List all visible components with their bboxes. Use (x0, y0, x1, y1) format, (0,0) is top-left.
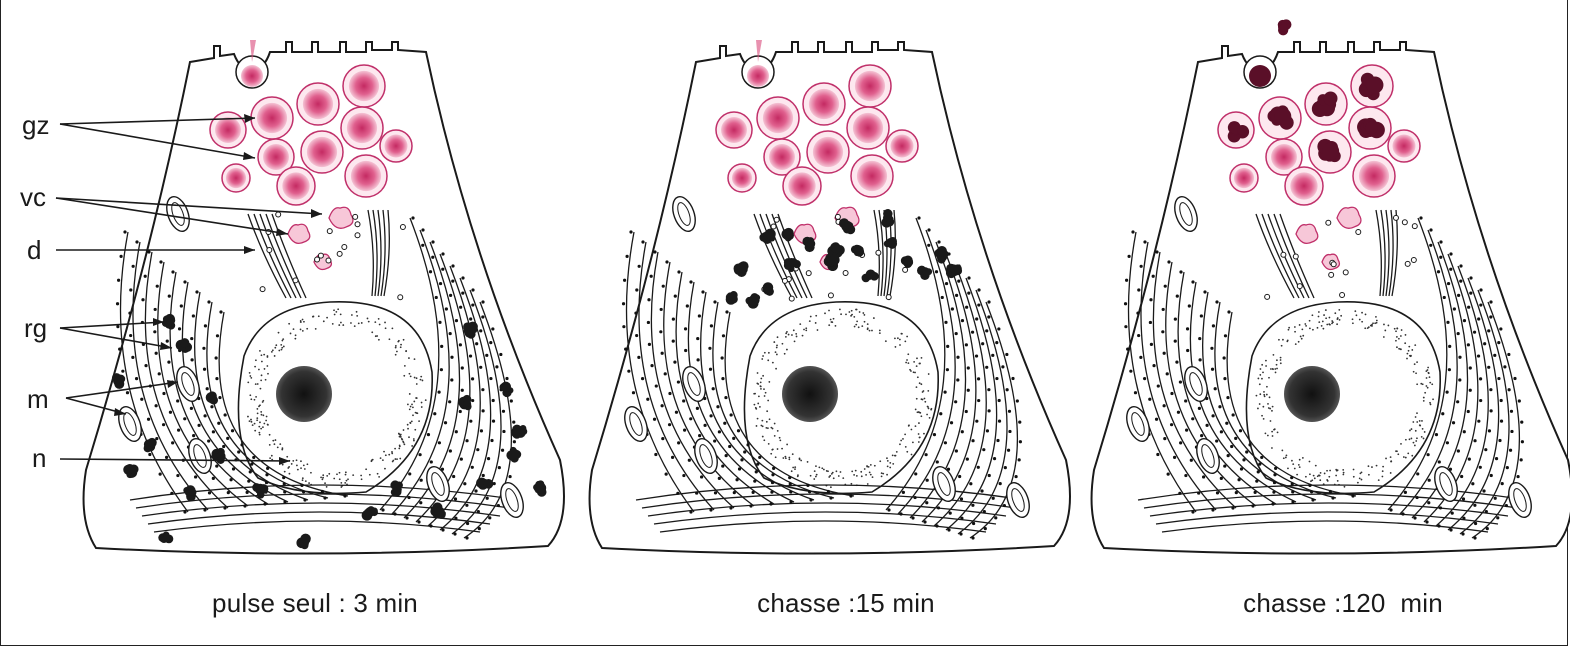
label-m: m (27, 384, 49, 414)
zymogen-granule (851, 155, 893, 197)
label-grain (390, 480, 403, 496)
nucleolus (1284, 366, 1340, 422)
zymogen-granule (847, 107, 889, 149)
zymogen-granule (1218, 112, 1254, 148)
zymogen-granule (345, 155, 387, 197)
exocytosis-vesicle (241, 65, 263, 87)
label-vc: vc (20, 182, 46, 212)
zymogen-granule (1349, 107, 1391, 149)
cell-panel-1 (84, 40, 564, 554)
cell-panel-3 (1092, 19, 1570, 553)
caption-pulse: pulse seul : 3 min (212, 588, 418, 619)
zymogen-granule (783, 167, 821, 205)
released-granule (1278, 19, 1292, 35)
zymogen-granule (757, 97, 799, 139)
zymogen-granule (343, 65, 385, 107)
zymogen-granule (728, 164, 756, 192)
exocytosis-vesicle (1249, 65, 1271, 87)
zymogen-granule (341, 107, 383, 149)
zymogen-granule (1259, 97, 1301, 139)
exocytosis-vesicle (747, 65, 769, 87)
zymogen-granule (803, 83, 845, 125)
zymogen-granule (1230, 164, 1258, 192)
label-gz: gz (22, 110, 49, 140)
label-rg: rg (24, 313, 47, 343)
zymogen-granule (1285, 167, 1323, 205)
zymogen-granule (1353, 155, 1395, 197)
zymogen-granule (301, 131, 343, 173)
zymogen-granule (886, 130, 918, 162)
zymogen-granule (849, 65, 891, 107)
zymogen-granule (277, 167, 315, 205)
zymogen-granule (716, 112, 752, 148)
zymogen-granule (1305, 83, 1347, 125)
cell-panel-2 (590, 40, 1070, 554)
zymogen-granule (1309, 131, 1351, 173)
caption-chase-120: chasse :120 min (1243, 588, 1443, 619)
zymogen-granule (297, 83, 339, 125)
zymogen-granule (380, 130, 412, 162)
zymogen-granule (1388, 130, 1420, 162)
zymogen-granule (210, 112, 246, 148)
zymogen-granule (222, 164, 250, 192)
nucleolus (276, 366, 332, 422)
label-d: d (27, 235, 41, 265)
label-n: n (32, 443, 46, 473)
zymogen-granule (807, 131, 849, 173)
caption-chase-15: chasse :15 min (757, 588, 935, 619)
zymogen-granule (251, 97, 293, 139)
zymogen-granule (1351, 65, 1393, 107)
nucleolus (782, 366, 838, 422)
